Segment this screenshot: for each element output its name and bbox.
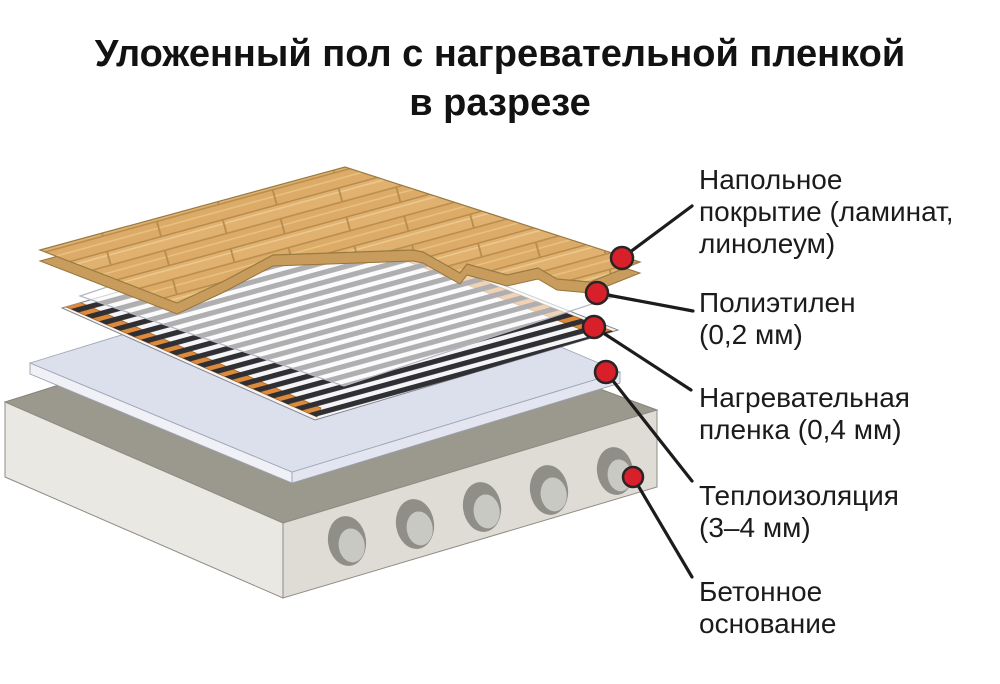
floor-covering-layer: [38, 166, 642, 315]
wood-top-surface: [38, 166, 642, 304]
marker-dot-heating-film: [581, 314, 607, 340]
diagram-title: Уложенный пол с нагревательной пленкой в…: [94, 33, 906, 124]
marker-dots: [581, 245, 645, 489]
marker-dot-polyethylene: [584, 280, 610, 306]
label-polyethylene: Полиэтилен (0,2 мм): [699, 287, 856, 351]
leader-line-floor-covering: [620, 204, 694, 260]
label-floor-covering: Напольное покрытие (ламинат, линолеум): [699, 164, 954, 260]
marker-dot-concrete: [621, 465, 645, 489]
marker-dot-floor-covering: [609, 245, 635, 271]
label-concrete-base: Бетонное основание: [699, 576, 837, 640]
marker-dot-insulation: [593, 359, 619, 385]
leader-line-insulation: [604, 370, 694, 483]
leader-line-heating-film: [592, 325, 693, 392]
label-insulation: Теплоизоляция (3–4 мм): [699, 480, 899, 544]
leader-line-concrete: [631, 475, 694, 579]
label-heating-film: Нагревательная пленка (0,4 мм): [699, 382, 910, 446]
leader-lines: [592, 204, 695, 579]
leader-line-polyethylene: [595, 291, 695, 313]
